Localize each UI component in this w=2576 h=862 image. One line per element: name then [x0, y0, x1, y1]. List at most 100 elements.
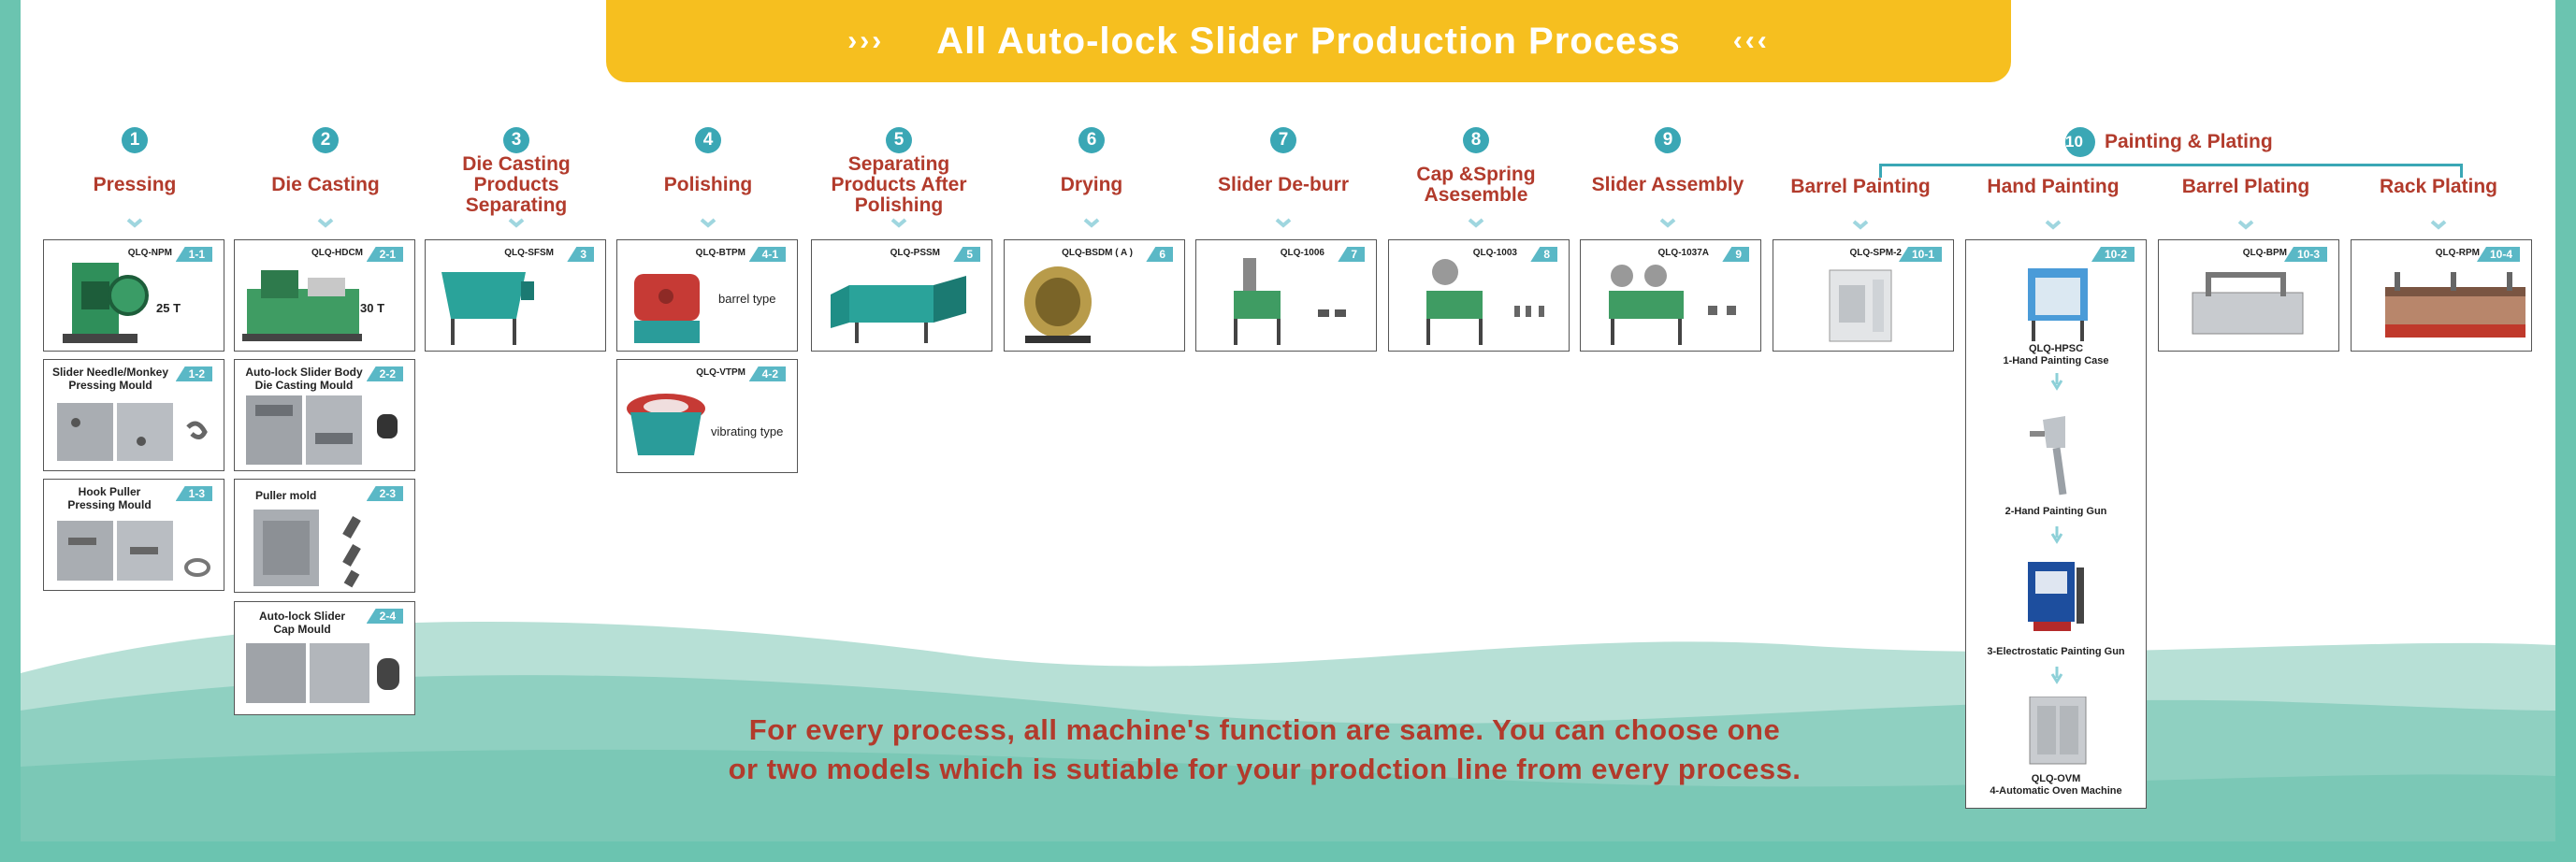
arrow-down-icon — [2050, 526, 2063, 544]
card-tag: 3 — [567, 247, 594, 262]
sub-title: Barrel Painting — [1790, 176, 1931, 197]
mould-image — [253, 510, 361, 588]
card-label: Slider Needle/Monkey Pressing Mould — [51, 366, 169, 392]
step-9: 9 Slider Assembly — [1576, 127, 1759, 237]
separating-after-polishing-machine-image — [831, 276, 966, 343]
type-label: barrel type — [718, 292, 776, 306]
card-tag: 10-3 — [2283, 247, 2327, 262]
banner-title: All Auto-lock Slider Production Process — [936, 20, 1681, 62]
card-tag: 1-1 — [175, 247, 212, 262]
press-machine-image — [63, 263, 149, 343]
model-code: QLQ-1006 — [1280, 248, 1324, 258]
mould-card-2-2: 2-2 Auto-lock Slider Body Die Casting Mo… — [234, 359, 415, 471]
card-tag: 4-2 — [748, 366, 786, 381]
step-number: 5 — [886, 127, 912, 153]
item-code: QLQ-HPSC — [2028, 343, 2084, 354]
slider-assembly-machine-image — [1609, 265, 1736, 345]
model-code: QLQ-PSSM — [890, 248, 940, 258]
step-number: 10 — [2065, 127, 2095, 157]
machine-card-10-3: QLQ-BPM 10-3 — [2158, 239, 2339, 352]
card-tag: 2-1 — [366, 247, 403, 262]
card-tag: 10-1 — [1898, 247, 1942, 262]
chevron-down-icon — [508, 218, 525, 228]
model-code: QLQ-BPM — [2242, 248, 2287, 258]
rack-plating-line-image — [2385, 272, 2525, 338]
chevron-down-icon — [2430, 220, 2447, 230]
card-tag: 10-2 — [2091, 247, 2135, 262]
die-casting-machine-image — [242, 270, 362, 341]
vibrating-polishing-machine-image — [627, 394, 705, 455]
machine-card-1-1: QLQ-NPM 1-1 25 T — [43, 239, 224, 352]
mould-card-2-4: 2-4 Auto-lock Slider Cap Mould — [234, 601, 415, 715]
step-3: 3 Die Casting Products Separating — [425, 127, 608, 237]
step-10-barrel-painting: Barrel Painting — [1769, 165, 1952, 238]
step-number: 2 — [312, 127, 339, 153]
step-number: 1 — [122, 127, 148, 153]
painting-case-image — [2028, 268, 2088, 341]
machine-card-8: QLQ-1003 8 — [1388, 239, 1570, 352]
cap-spring-assembly-machine-image — [1426, 259, 1544, 345]
step-title: Slider De-burr — [1217, 174, 1350, 195]
step-number: 9 — [1655, 127, 1681, 153]
machine-card-3: QLQ-SFSM 3 — [425, 239, 606, 352]
step-number: 7 — [1270, 127, 1296, 153]
chevron-down-icon — [1468, 218, 1484, 228]
model-code: QLQ-RPM — [2435, 248, 2480, 258]
type-label: vibrating type — [711, 424, 784, 438]
mould-card-1-3: 1-3 Hook Puller Pressing Mould — [43, 479, 224, 591]
sub-title: Barrel Plating — [2181, 176, 2310, 197]
electrostatic-gun-image — [2028, 562, 2084, 631]
arrow-down-icon — [2050, 667, 2063, 684]
card-label: Hook Puller Pressing Mould — [67, 485, 152, 511]
model-code: QLQ-SPM-2 — [1849, 248, 1902, 258]
step-title: Die Casting Products Separating — [462, 153, 571, 216]
machine-card-10-4: QLQ-RPM 10-4 — [2351, 239, 2532, 352]
separating-machine-image — [441, 272, 534, 345]
machine-card-6: QLQ-BSDM ( A ) 6 — [1004, 239, 1185, 352]
footer-line-2: or two models which is sutiable for your… — [728, 753, 1802, 785]
card-tag: 10-4 — [2476, 247, 2520, 262]
drying-machine-image — [1024, 266, 1092, 343]
step-number: 3 — [503, 127, 529, 153]
capacity-label: 25 T — [156, 301, 181, 315]
step-title: Slider Assembly — [1591, 174, 1744, 195]
card-tag: 2-3 — [366, 486, 403, 501]
step-6: 6 Drying — [1000, 127, 1183, 237]
machine-card-4-1: QLQ-BTPM 4-1 barrel type — [616, 239, 798, 352]
chevrons-left-icon: ‹‹‹ — [1732, 25, 1770, 56]
hand-painting-card-10-2: 10-2 QLQ-HPSC 1-Hand Painting Case 2-Han… — [1965, 239, 2147, 809]
sub-title: Hand Painting — [1987, 176, 2120, 197]
card-tag: 4-1 — [748, 247, 786, 262]
chevron-down-icon — [1083, 218, 1100, 228]
step-10-hand-painting: Hand Painting — [1961, 165, 2145, 238]
barrel-plating-machine-image — [2192, 272, 2304, 335]
step-8: 8 Cap &Spring Asesemble — [1384, 127, 1568, 237]
mould-image — [246, 643, 399, 703]
painting-bracket — [1879, 164, 2463, 178]
step-7: 7 Slider De-burr — [1192, 127, 1375, 237]
step-number: 6 — [1078, 127, 1105, 153]
painting-gun-image — [2030, 416, 2067, 496]
step-2: 2 Die Casting — [234, 127, 417, 237]
chevron-down-icon — [700, 218, 716, 228]
machine-card-4-2: QLQ-VTPM 4-2 vibrating type — [616, 359, 798, 473]
model-code: QLQ-1003 — [1472, 248, 1517, 258]
item-label: 1-Hand Painting Case — [2003, 355, 2109, 366]
footer-line-1: For every process, all machine's functio… — [748, 713, 1781, 746]
step-title: Die Casting — [271, 174, 380, 195]
card-tag: 6 — [1146, 247, 1173, 262]
step-title: Painting & Plating — [2105, 131, 2273, 152]
chevron-down-icon — [890, 218, 907, 228]
item-label: 3-Electrostatic Painting Gun — [1987, 646, 2125, 657]
step-4: 4 Polishing — [616, 127, 800, 237]
background-waves — [21, 622, 2555, 841]
model-code: QLQ-VTPM — [696, 367, 745, 378]
step-10-barrel-plating: Barrel Plating — [2154, 165, 2337, 238]
footer-note: For every process, all machine's functio… — [619, 711, 1910, 789]
card-label: Puller mold — [255, 489, 317, 502]
capacity-label: 30 T — [360, 301, 385, 315]
step-title: Polishing — [663, 174, 753, 195]
machine-card-5: QLQ-PSSM 5 — [811, 239, 992, 352]
step-number: 8 — [1463, 127, 1489, 153]
card-label: Auto-lock Slider Body Die Casting Mould — [245, 366, 363, 392]
